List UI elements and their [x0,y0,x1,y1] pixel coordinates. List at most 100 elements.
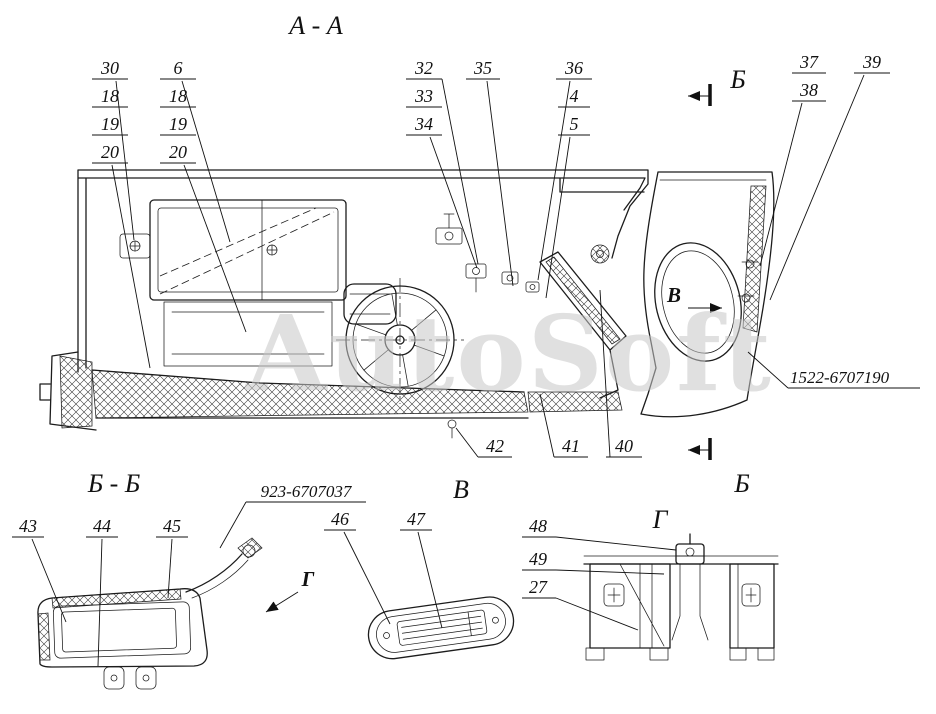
cut-label-bottom: Б [733,469,749,498]
callout-39: 39 [854,52,890,74]
hose-clamp [675,543,705,565]
callout-37: 37 [799,52,819,72]
part-number-bb-label: 923-6707037 [261,482,353,501]
left-bracket-hatch [59,355,93,429]
grille-screw-right [492,616,499,624]
callout-47: 47 [400,509,432,531]
svg-text:41: 41 [562,436,580,456]
heater-lower-box [163,301,333,367]
view-g-arrow-label: Г [301,567,315,591]
svg-text:48: 48 [529,516,547,536]
fan-motor [343,283,397,325]
svg-text:42: 42 [486,436,504,456]
callout-20b: 20 [169,142,187,162]
cut-marker-bottom: Б [688,438,750,498]
callout-43: 43 [12,516,44,538]
callout-45: 45 [156,516,188,538]
svg-text:39: 39 [862,52,881,72]
bolt-icon [266,244,278,256]
bracket-right-box [729,563,775,649]
part-number-main: 1522-6707190 [788,368,920,389]
heater-box-inner [157,207,339,293]
view-v-arrow-label: В [666,283,681,307]
view-v-title: В [453,475,469,504]
callout-32: 32 [414,58,433,78]
callout-42: 42 [478,436,512,458]
view-g-title: Г [652,505,669,534]
callout-36: 36 [556,58,592,80]
cut-marker-top: Б [688,65,746,106]
svg-text:45: 45 [163,516,181,536]
callout-19b: 19 [169,114,187,134]
strap-retainer-hatch [237,537,263,559]
cowl-outline [77,169,649,373]
view-g-drawing [583,533,779,661]
fan-centerlines [336,278,464,404]
glovebox-left-hatch [37,612,51,661]
floor-mat-outline [91,369,529,419]
callout-column-c: 32 33 34 [406,58,442,136]
heater-lower-lines [171,311,325,355]
callout-column-49-27: 49 27 [522,549,556,599]
svg-text:35: 35 [473,58,492,78]
callout-column-b: 6 18 19 20 [160,58,196,164]
bracket-left-box [589,563,671,649]
section-bb-title: Б - Б [87,469,140,498]
grille-bezel-inner [376,602,506,653]
section-bb-drawing: Г [37,537,315,690]
fender-bolts [737,259,759,303]
svg-text:36: 36 [564,58,583,78]
fan-blades [355,293,445,387]
callout-44: 44 [86,516,118,538]
left-mount-bracket [119,233,151,259]
svg-text:43: 43 [19,516,37,536]
small-brackets [465,263,540,293]
section-aa-title: А - А [287,11,343,40]
glovebox-top-hatch [51,588,182,609]
duct-seal-core [596,250,604,258]
duct-seal [590,244,610,264]
watermark: AutoSoft [245,292,773,415]
callout-34: 34 [414,114,433,134]
grille-bezel [367,596,515,660]
callout-30: 30 [100,58,119,78]
callout-49: 49 [529,549,547,569]
glovebox-door [52,601,192,659]
svg-text:47: 47 [407,509,426,529]
callout-column-a: 30 18 19 20 [92,58,128,164]
svg-text:46: 46 [331,509,349,529]
bracket-left-details [619,563,665,649]
fastener-mark-right [741,583,761,607]
callout-5: 5 [570,114,579,134]
fender-oval-opening [654,242,742,362]
callout-33: 33 [414,86,433,106]
strap-inner [191,559,249,599]
top-clamp [435,213,463,245]
callout-column-right: 37 38 [792,52,826,102]
glovebox-feet [103,666,157,690]
grille-screw-left [383,632,390,639]
grille-frame [396,609,488,646]
callout-18b: 18 [169,86,187,106]
cut-label-top: Б [729,65,745,94]
heater-box [149,199,347,301]
callout-column-45: 4 5 [558,86,590,136]
callout-6: 6 [174,58,183,78]
strap-outline [185,553,243,593]
svg-text:44: 44 [93,516,111,536]
part-number-bb: 923-6707037 [246,482,366,503]
fender-oval-inner [661,250,735,354]
hose-lines [671,555,709,641]
callout-19: 19 [101,114,119,134]
callout-40: 40 [606,436,642,458]
clamp-bolt-head [685,547,695,557]
view-v-drawing [367,596,515,660]
duct-lower-hatch [527,391,623,413]
callout-20: 20 [101,142,119,162]
callout-48: 48 [522,516,556,538]
fan-motor-lines [349,293,391,315]
fender-outline [640,171,775,418]
callout-41: 41 [554,436,588,458]
